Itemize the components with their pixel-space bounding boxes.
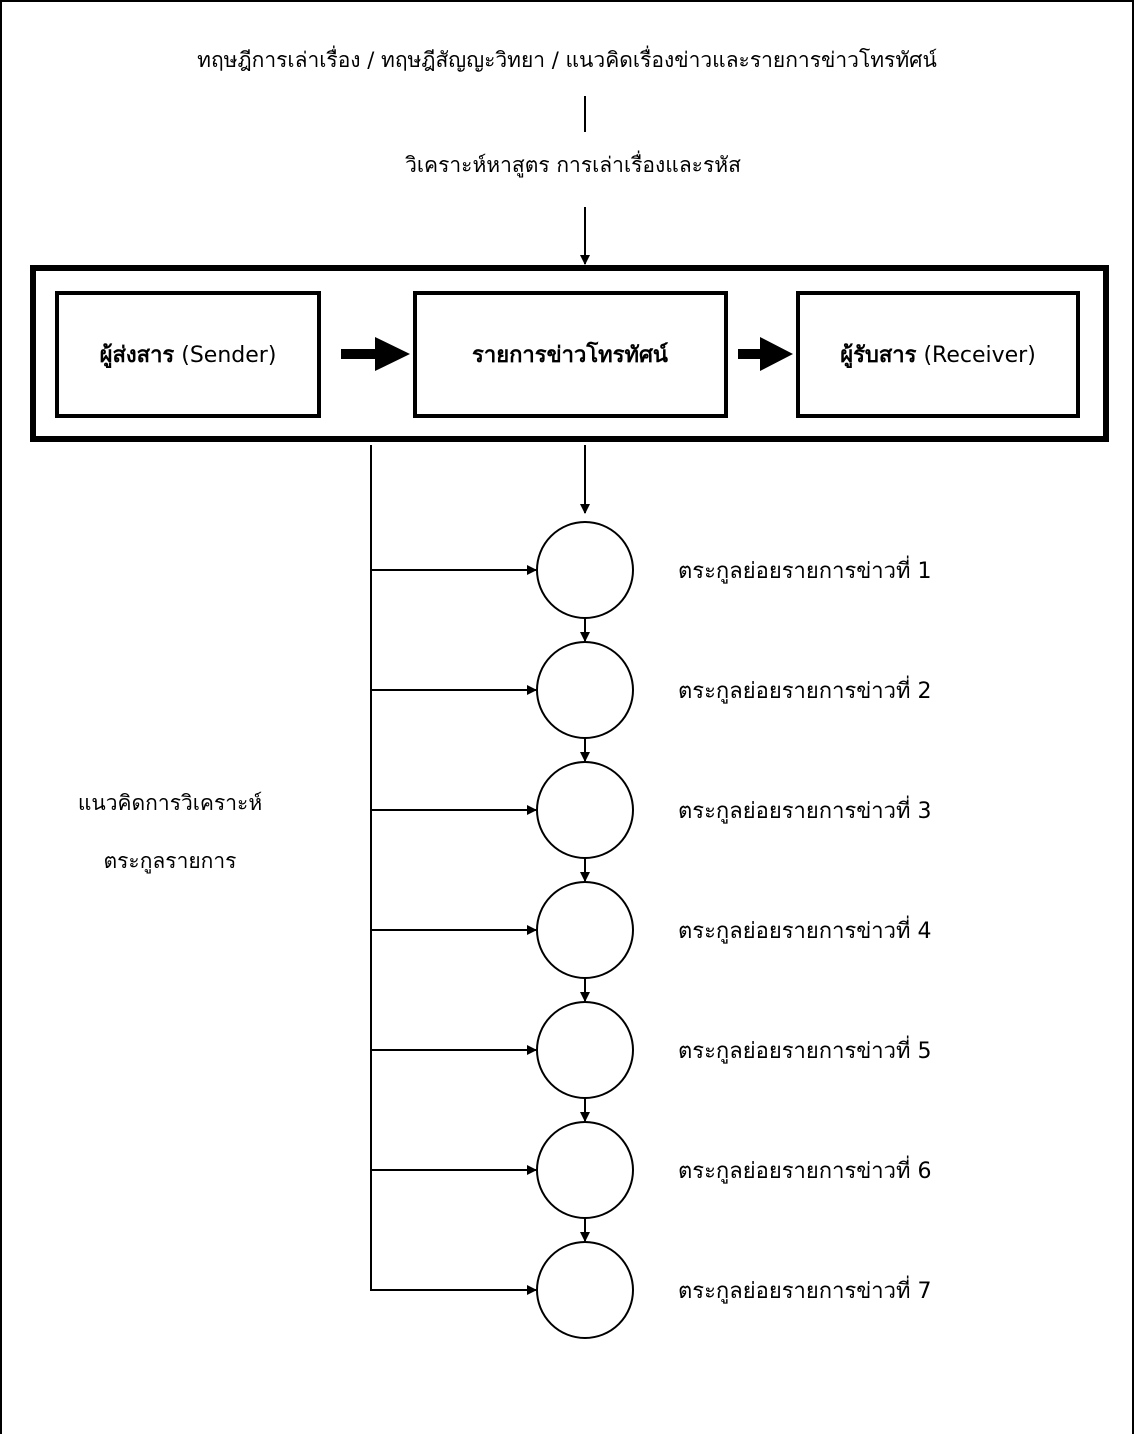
theories-heading: ทฤษฎีการเล่าเรื่อง / ทฤษฎีสัญญะวิทยา / แ… — [197, 45, 937, 72]
subgenre-label: ตระกูลย่อยรายการข่าวที่ 5 — [678, 1035, 932, 1064]
subgenre-label: ตระกูลย่อยรายการข่าวที่ 1 — [678, 555, 932, 584]
subgenre-label: ตระกูลย่อยรายการข่าวที่ 7 — [678, 1275, 932, 1304]
subgenre-circle — [536, 1001, 634, 1099]
subgenre-circle — [536, 1121, 634, 1219]
subgenre-label: ตระกูลย่อยรายการข่าวที่ 2 — [678, 675, 932, 704]
side-concept-line-1: แนวคิดการวิเคราะห์ — [78, 791, 262, 815]
sender-box — [55, 291, 321, 418]
subgenre-row: ตระกูลย่อยรายการข่าวที่ 4 — [371, 881, 932, 1002]
receiver-label-en: (Receiver) — [923, 343, 1035, 368]
communication-model-frame — [30, 265, 1109, 442]
subgenre-label: ตระกูลย่อยรายการข่าวที่ 4 — [678, 915, 932, 944]
subgenre-circle — [536, 641, 634, 739]
subgenre-circle — [536, 881, 634, 979]
program-box — [413, 291, 728, 418]
subgenre-row: ตระกูลย่อยรายการข่าวที่ 2 — [371, 641, 932, 762]
subgenre-circle — [536, 1241, 634, 1339]
subgenre-label: ตระกูลย่อยรายการข่าวที่ 3 — [678, 795, 932, 824]
subgenre-row: ตระกูลย่อยรายการข่าวที่ 3 — [371, 761, 932, 882]
sender-to-program-arrow — [341, 337, 410, 371]
program-label: รายการข่าวโทรทัศน์ — [472, 341, 668, 368]
receiver-label-th: ผู้รับสาร — [840, 343, 916, 369]
subgenre-label: ตระกูลย่อยรายการข่าวที่ 6 — [678, 1155, 932, 1184]
subgenre-row: ตระกูลย่อยรายการข่าวที่ 6 — [371, 1121, 932, 1242]
analysis-caption: วิเคราะห์หาสูตร การเล่าเรื่องและรหัส — [405, 150, 741, 178]
receiver-label: ผู้รับสาร (Receiver) — [840, 343, 1036, 369]
side-concept-line-2: ตระกูลรายการ — [104, 849, 237, 874]
subgenre-circle — [536, 521, 634, 619]
sender-label-en: (Sender) — [181, 343, 276, 368]
subgenre-row: ตระกูลย่อยรายการข่าวที่ 5 — [371, 1001, 932, 1122]
sender-label: ผู้ส่งสาร (Sender) — [100, 343, 277, 369]
subgenre-circle — [536, 761, 634, 859]
subgenre-list: ตระกูลย่อยรายการข่าวที่ 1 ตระกูลย่อยรายกา… — [371, 521, 932, 1339]
program-to-receiver-arrow — [738, 337, 793, 371]
sender-label-th: ผู้ส่งสาร — [100, 343, 175, 369]
subgenre-row: ตระกูลย่อยรายการข่าวที่ 1 — [371, 521, 932, 642]
subgenre-row: ตระกูลย่อยรายการข่าวที่ 7 — [371, 1241, 932, 1339]
receiver-box — [796, 291, 1080, 418]
